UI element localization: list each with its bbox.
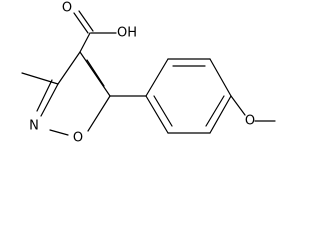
bond-ph-1 — [145, 58, 169, 97]
bond-o-c5 — [87, 95, 111, 132]
bond-ph-double-b — [205, 95, 225, 127]
atom-label-ether-o: O — [245, 114, 255, 129]
bond-ph-4 — [209, 95, 232, 134]
bond-ph-3 — [209, 58, 232, 97]
bond-c4-c5-double — [86, 59, 105, 87]
bond-c4-c5 — [79, 51, 111, 97]
atom-label-carbonyl-o: O — [62, 1, 72, 16]
bond-c3-c4 — [57, 51, 81, 85]
molecule-structure: N O O OH O — [21, 1, 276, 146]
bond-ph-6 — [145, 95, 169, 134]
bond-ph-double-c — [153, 95, 173, 127]
bond-carbonyl — [73, 12, 89, 34]
atom-label-ring-o: O — [73, 131, 83, 146]
bond-c4-carboxyl — [79, 32, 91, 53]
atom-label-hydroxyl: OH — [117, 26, 137, 41]
bond-ph-ether — [230, 95, 246, 116]
bond-n-o — [49, 129, 69, 136]
bond-c3-n-double — [36, 79, 53, 112]
atom-label-n: N — [29, 119, 39, 134]
bond-c3-methyl — [21, 72, 59, 85]
bond-c3-n — [40, 83, 59, 117]
bond-carbonyl-double — [78, 10, 94, 32]
